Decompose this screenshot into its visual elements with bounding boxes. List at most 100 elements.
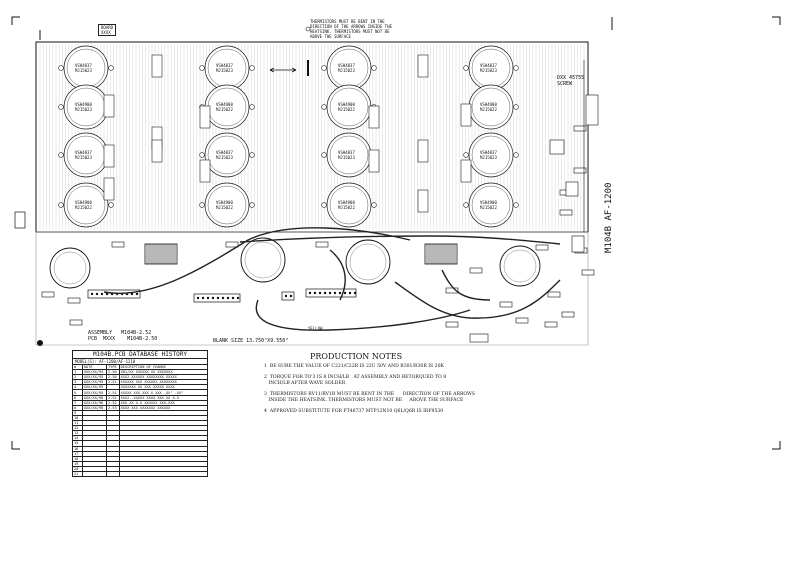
transistor-label: VSH4900 MJ15022 [338,102,355,112]
transistor-pad [204,182,250,228]
transistor-label: VSH4900 MJ15022 [216,200,233,210]
resistor-block [368,149,380,173]
connector-pin [201,296,205,300]
history-title: M104B.PCB DATABASE HISTORY [72,350,208,358]
mounting-hole [199,152,205,158]
connector-pin [130,292,134,296]
smd-part [41,291,55,298]
history-cell: XXX/XX/95 [81,374,108,381]
history-cell [106,470,120,478]
transistor-label: VSH4900 MJ15022 [216,102,233,112]
mounting-hole [58,152,64,158]
production-note: 2 TORQUE FOR TO'3 IS 8 INCH/LB AT ASSEMB… [264,375,447,386]
mounting-hole [513,202,519,208]
ic-package [571,235,585,253]
ic-package [549,139,565,155]
smd-part [573,125,587,132]
history-cell: XXX/XX/94 [81,369,108,376]
transistor-case [471,87,511,127]
electrolytic-capacitor [499,245,541,287]
resistor-block [199,105,211,129]
history-cell: XXX/XX/95 [81,389,108,396]
mounting-hole [463,202,469,208]
smd-part [547,291,561,298]
mounting-hole [58,202,64,208]
transistor-label: VSH4837 MJ15023 [338,150,355,160]
mounting-hole [371,65,377,71]
connector-pin [308,291,312,295]
connector-pin [135,292,139,296]
smd-part [469,267,483,274]
mounting-hole [513,104,519,110]
smd-part [544,321,558,328]
smd-part [535,244,549,251]
thermistor-dot [305,26,311,32]
capacitor-ring [244,241,282,279]
history-cell: XXX/XX/95 [81,379,108,386]
trace [394,279,561,319]
connector-pin [318,291,322,295]
mounting-hole [108,202,114,208]
connector [281,291,295,301]
smd-part [445,287,459,294]
electrolytic-capacitor [49,247,91,289]
mounting-hole [463,65,469,71]
connector-pin [328,291,332,295]
smd-part [581,269,595,276]
mounting-hole [199,65,205,71]
transistor-case [471,135,511,175]
production-note: 4 APPROVED SUBSTITUTE FOR FT46737 MTP12N… [264,409,444,414]
resistor-block [103,94,115,118]
capacitor-ring [349,243,387,281]
thermistor-arrow [269,67,297,73]
connector-pin [90,292,94,296]
history-cell: XXX/XX/96 [81,404,108,411]
blank-size-text: BLANK SIZE 13.750"X9.550" [213,338,289,344]
transistor-label: VSH4900 MJ15022 [338,200,355,210]
trace [255,299,471,331]
transistor-label: VSH4837 MJ15023 [216,63,233,73]
transistor-label: VSH4837 MJ15023 [75,63,92,73]
capacitor-ring [53,251,87,285]
board-outline [35,231,589,346]
resistor-block [460,159,472,183]
transistor-label: VSH4837 MJ15023 [480,63,497,73]
production-notes-title: PRODUCTION NOTES [310,352,403,361]
smd-part [225,241,239,248]
mounting-hole [513,65,519,71]
resistor-block [151,54,163,78]
transistor-label: VSH4837 MJ15023 [75,150,92,160]
transistor-pad [468,132,514,178]
connector-pin [343,291,347,295]
resistor-block [460,103,472,127]
smd-part [515,317,529,324]
mounting-hole [58,104,64,110]
trace [239,235,561,245]
mounting-hole [463,152,469,158]
board-side-label: M104B AF-1200 [604,182,614,253]
resistor-block [103,177,115,201]
transistor-label: VSH4900 MJ15023 [75,102,92,112]
mounting-hole [513,152,519,158]
crop-mark [772,441,781,450]
smd-part [573,167,587,174]
transistor-case [471,185,511,225]
mounting-hole [371,202,377,208]
history-model: MODEL(S): AF-1200/AF-1210 [72,358,208,364]
resistor-block [199,159,211,183]
history-cell: XXX/XX/96 [81,394,108,401]
connector-pin [333,291,337,295]
connector-pin [289,294,293,298]
mounting-hole [108,65,114,71]
electrolytic-capacitor [345,239,391,285]
yellow-wire-label: YELLOW [308,326,323,331]
smd-part [445,321,459,328]
transistor-pad [63,182,109,228]
resistor-block [417,139,429,163]
transistor-case [207,135,247,175]
transistor-label: VSH4900 MJ15022 [480,102,497,112]
mounting-hole [321,104,327,110]
mounting-hole [249,152,255,158]
